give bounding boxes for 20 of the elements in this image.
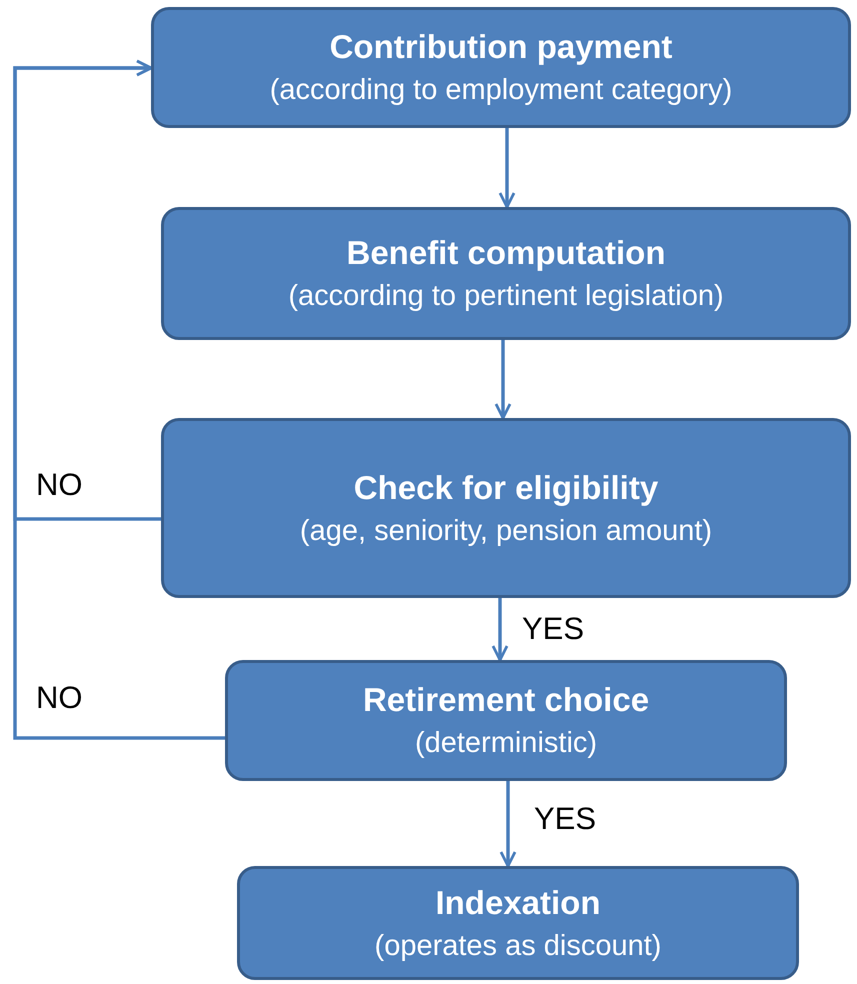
box-title: Check for eligibility — [354, 468, 658, 508]
box-subtitle: (operates as discount) — [374, 928, 662, 964]
process-box — [161, 207, 851, 340]
arrow — [500, 781, 516, 868]
arrow — [494, 340, 512, 420]
box-subtitle: (age, seniority, pension amount) — [300, 514, 712, 549]
arrow — [13, 60, 225, 740]
process-box — [237, 866, 799, 980]
box-subtitle: (according to employment category) — [270, 73, 732, 108]
arrow — [498, 128, 516, 208]
box-title: Indexation — [435, 882, 601, 923]
box-title: Benefit computation — [346, 233, 666, 274]
process-box — [161, 418, 851, 598]
box-title: Contribution payment — [330, 27, 672, 68]
box-title: Retirement choice — [362, 680, 650, 720]
arrow — [492, 598, 508, 662]
box-subtitle: (deterministic) — [414, 726, 598, 762]
process-box — [225, 660, 787, 781]
box-subtitle: (according to pertinent legislation) — [288, 279, 724, 314]
process-box — [151, 7, 851, 128]
